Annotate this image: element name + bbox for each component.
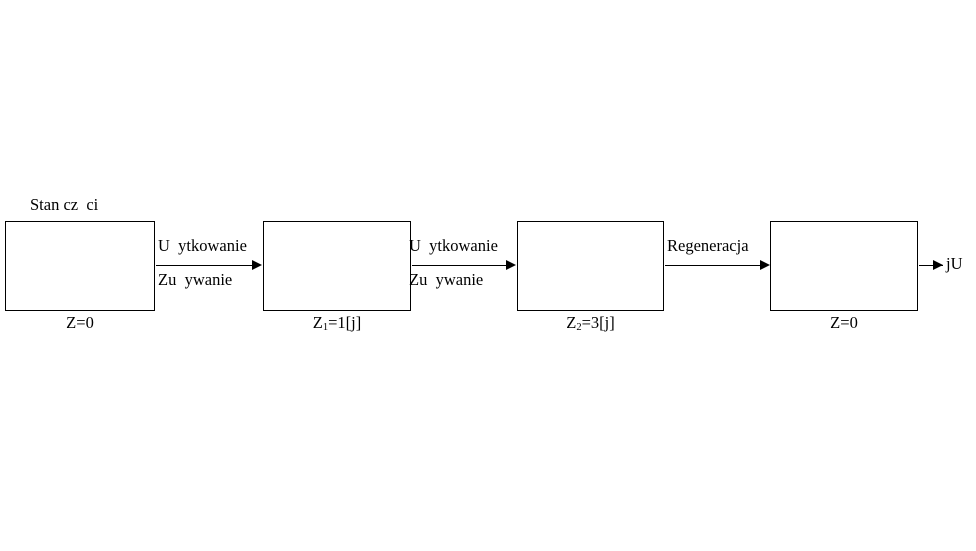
state-node-0-caption: Z=0 [5, 313, 155, 332]
edge-0-label-below: Zu ywanie [158, 270, 233, 289]
edge-0-arrowhead-icon [252, 260, 262, 270]
terminal-label: jU [946, 254, 963, 273]
edge-0-label-above: U ytkowanie [158, 236, 247, 255]
state-node-2[interactable] [517, 221, 664, 311]
terminal-arrowhead-icon [933, 260, 943, 270]
state-node-3-caption-suffix: =0 [840, 313, 858, 332]
terminal-edge-line [919, 265, 943, 266]
state-node-0-caption-suffix: =0 [76, 313, 94, 332]
state-node-0-caption-prefix: Z [66, 313, 77, 332]
diagram-title: Stan cz ci [30, 195, 99, 214]
edge-2-label-above: Regeneracja [667, 236, 749, 255]
state-node-2-caption: Z2=3[j] [517, 313, 664, 333]
edge-0-line [156, 265, 254, 266]
state-node-1-caption-prefix: Z [312, 313, 323, 332]
state-node-2-caption-subscript: 2 [576, 321, 582, 333]
edge-1-label-above: U ytkowanie [409, 236, 498, 255]
state-node-3-caption-prefix: Z [830, 313, 841, 332]
state-node-0[interactable] [5, 221, 155, 311]
state-node-3-caption: Z=0 [770, 313, 918, 332]
state-node-1-caption-suffix: =1[j] [328, 313, 362, 332]
state-node-2-caption-suffix: =3[j] [581, 313, 615, 332]
state-node-3[interactable] [770, 221, 918, 311]
state-node-1[interactable] [263, 221, 411, 311]
edge-2-arrowhead-icon [760, 260, 770, 270]
edge-1-line [412, 265, 508, 266]
edge-2-line [665, 265, 762, 266]
state-node-2-caption-prefix: Z [566, 313, 577, 332]
edge-1-label-below: Zu ywanie [409, 270, 484, 289]
edge-1-arrowhead-icon [506, 260, 516, 270]
state-node-1-caption-subscript: 1 [322, 321, 329, 333]
state-node-1-caption: Z1=1[j] [263, 313, 411, 333]
